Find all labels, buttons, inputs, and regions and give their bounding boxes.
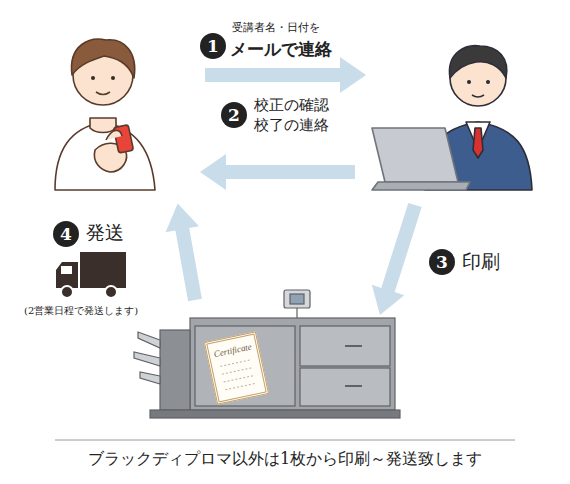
step-title: 校正の確認 校了の連絡 [254,96,340,135]
footer-note: ブラックディプロマ以外は1枚から印刷～発送致します [0,449,570,470]
callout-number: 3 [429,249,455,275]
callout-number: 1 [200,33,226,59]
truck-icon [56,252,126,298]
step-note: 受講者名・日付を [232,21,320,35]
callout-number: 2 [221,102,247,128]
arrow-3 [372,203,422,315]
customer-figure [55,39,155,190]
arrow-1 [205,57,366,93]
step-note: (2営業日程で発送します) [24,304,138,317]
certificate-text: Certificate [213,342,261,401]
callout-text: 1 [207,38,219,55]
callout-number: 4 [53,221,79,247]
arrow-2 [200,154,355,190]
printer-machine [134,290,400,418]
arrow-4 [166,204,202,302]
callout-text: 3 [436,254,448,271]
step-title: 発送 [86,220,124,245]
callout-text: 4 [60,226,72,243]
divider-line [55,440,515,441]
callout-text: 2 [228,107,240,124]
step-title: メールで連絡 [230,38,332,60]
staff-figure [372,46,532,190]
step-title: 印刷 [462,249,500,274]
